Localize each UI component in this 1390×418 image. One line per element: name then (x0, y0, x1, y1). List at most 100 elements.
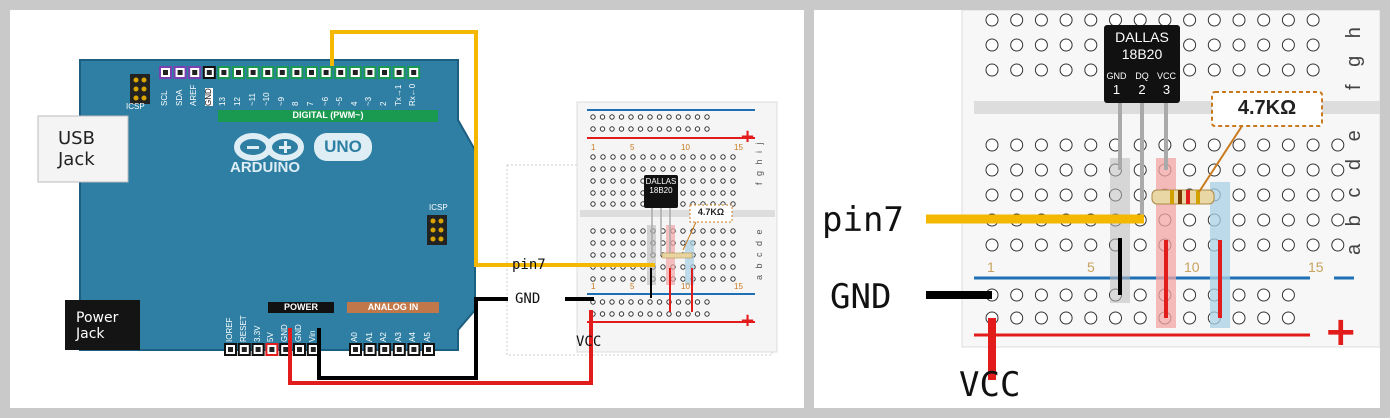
top-pin-0 (159, 66, 172, 79)
z-lower-row-2-10 (1232, 188, 1246, 202)
z-upper-row-1-1 (1010, 38, 1024, 52)
bottom-pin-label-power-2: 3.3V (252, 325, 262, 342)
usb-jack-label: USB Jack (58, 128, 95, 170)
gnd-label-small: GND (515, 291, 541, 307)
z-rail-row-1-10 (1232, 311, 1246, 325)
bb-lower-row-3-11 (700, 264, 706, 270)
bb-upper-row-4-1 (600, 201, 606, 207)
bb-upper-row-3-1 (600, 190, 606, 196)
zoomed-sensor-model: 18B20 (1121, 46, 1163, 62)
bb-col-10-top: 10 (681, 143, 690, 152)
z-lower-row-0-4 (1084, 138, 1098, 152)
icsp-right-label: ICSP (429, 203, 448, 212)
z-rail-row-1-12 (1281, 311, 1295, 325)
power-jack-label-line2: Jack (76, 326, 105, 342)
bb-lower-row-1-11 (700, 240, 706, 246)
z-upper-row-2-0 (985, 63, 999, 77)
z-lower-row-1-4 (1084, 163, 1098, 177)
bb-lower-row-3-12 (710, 264, 716, 270)
resistor-label-small: 4.7KΩ (697, 207, 725, 217)
bb-lower-row-1-9 (680, 240, 686, 246)
z-upper-row-0-11 (1257, 13, 1271, 27)
bb-upper-row-2-1 (600, 178, 606, 184)
z-lower-row-0-14 (1331, 138, 1345, 152)
bb-upper-row-1-2 (610, 166, 616, 172)
z-rail-row-0-10 (1232, 288, 1246, 302)
top-pin-7 (261, 66, 275, 79)
bb-upper-row-3-14 (730, 190, 736, 196)
top-pin-1 (173, 66, 187, 79)
bb-rail-bottom-a-12 (704, 299, 710, 305)
usb-jack-label-line1: USB (58, 128, 95, 149)
z-lower-row-1-12 (1281, 163, 1295, 177)
bb-upper-row-1-1 (600, 166, 606, 172)
bb-lower-row-4-3 (620, 276, 626, 282)
z-lower-row-0-0 (985, 138, 999, 152)
bb-upper-row-0-1 (600, 154, 606, 160)
bb-rail-top-a-7 (656, 114, 663, 120)
z-lower-row-2-12 (1281, 188, 1295, 202)
bottom-pin-power-2 (251, 343, 265, 356)
bb-upper-row-2-14 (730, 178, 736, 184)
bb-lower-row-4-4 (630, 276, 636, 282)
bottom-pin-power-1 (237, 343, 251, 356)
bb-upper-row-1-0 (590, 166, 596, 172)
bb-lower-row-0-13 (720, 228, 726, 234)
z-lower-row-2-14 (1331, 188, 1345, 202)
zoomed-sensor-body (1104, 25, 1180, 103)
bb-upper-row-1-8 (670, 166, 676, 172)
bb-rail-bottom-a-9 (675, 299, 682, 305)
bb-upper-row-3-0 (590, 190, 596, 196)
z-upper-row-1-2 (1034, 38, 1048, 52)
z-lower-row-4-11 (1257, 238, 1271, 252)
bb-lower-row-0-4 (630, 228, 636, 234)
bb-plus-top: + (740, 126, 756, 147)
zoomed-gnd-label: GND (830, 277, 892, 317)
top-pin-6 (246, 66, 260, 79)
z-lower-row-2-2 (1034, 188, 1048, 202)
z-lower-row-2-1 (1010, 188, 1024, 202)
z-lower-row-2-3 (1059, 188, 1073, 202)
z-lower-row-1-0 (985, 163, 999, 177)
zoomed-pin-name-gnd: GND (1106, 71, 1127, 81)
z-lower-row-0-3 (1059, 138, 1073, 152)
bb-rail-bottom-a-2 (609, 299, 615, 305)
top-pin-label-2: AREF (189, 84, 199, 106)
bb-upper-row-2-0 (590, 178, 596, 184)
z-upper-row-0-3 (1059, 13, 1073, 27)
z-lower-row-4-1 (1010, 238, 1024, 252)
z-lower-row-4-8 (1183, 238, 1197, 252)
bb-rail-bottom-b-9 (675, 311, 682, 317)
z-lower-row-1-10 (1232, 163, 1246, 177)
bb-rail-bottom-b-12 (704, 311, 710, 317)
z-rail-row-1-6 (1133, 311, 1147, 325)
bb-lower-row-4-2 (610, 276, 616, 282)
breadboard-small (576, 101, 778, 353)
z-upper-row-2-8 (1183, 63, 1197, 77)
bb-rail-top-b-11 (694, 126, 701, 132)
bb-rail-bottom-a-1 (599, 299, 606, 305)
bb-rail-top-a-8 (666, 114, 672, 120)
bottom-pin-label-power-3: 5V (266, 332, 276, 342)
z-upper-row-0-0 (985, 13, 999, 27)
bottom-pin-label-analog-1: A1 (364, 332, 374, 342)
bb-upper-row-1-4 (630, 166, 636, 172)
bb-rail-bottom-b-3 (618, 311, 625, 317)
digital-header-label: DIGITAL (PWM~) (292, 110, 364, 120)
bb-upper-row-3-9 (680, 190, 686, 196)
icsp-left-label: ICSP (126, 102, 145, 111)
z-lower-row-0-10 (1232, 138, 1246, 152)
bb-upper-row-2-10 (690, 178, 696, 184)
top-pin-3 (202, 66, 216, 79)
bottom-pin-analog-4 (407, 343, 421, 356)
bb-lower-row-3-7 (660, 264, 666, 270)
z-lower-row-2-0 (985, 188, 999, 202)
digital-header-bar (218, 110, 438, 122)
bb-rail-top-a-5 (637, 114, 644, 120)
bb-lower-row-1-4 (630, 240, 636, 246)
z-upper-row-1-8 (1183, 38, 1197, 52)
zoomed-col-1: 1 (987, 259, 995, 275)
bb-lower-row-2-4 (630, 252, 636, 258)
uno-badge (314, 133, 372, 161)
analog-header-label-bg (347, 302, 439, 313)
